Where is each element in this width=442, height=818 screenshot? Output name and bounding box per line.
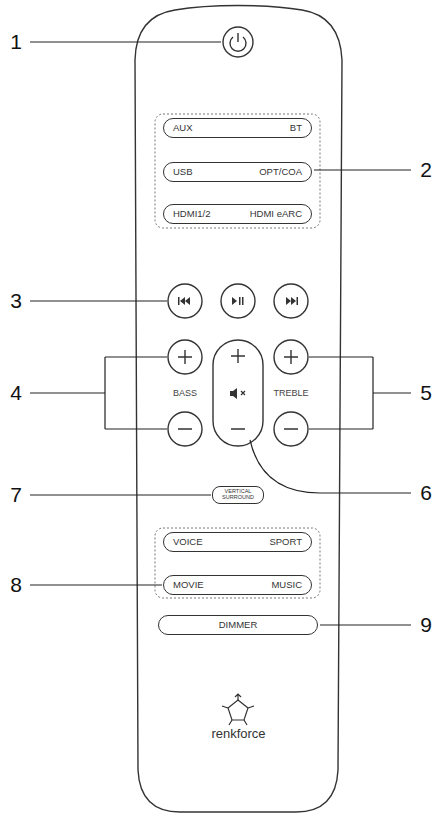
callout-number: 1 [10,30,22,54]
leader-line [250,440,411,493]
button-label: USB [173,167,193,177]
button-label: SPORT [269,537,302,547]
callout-number: 2 [420,158,432,182]
surround-button: VERTICAL SURROUND [212,486,264,504]
sound-mode-row: VOICE SPORT [163,532,312,552]
button-label: AUX [173,123,193,133]
bracket [309,357,411,429]
power-symbol [230,33,246,51]
input-group-outline [155,114,320,228]
previous-button [168,284,202,318]
power-button [223,27,253,57]
button-label: OPT/COA [259,167,302,177]
dimmer-button: DIMMER [158,615,318,635]
callout-number: 4 [10,381,22,405]
play-pause-button [221,284,255,318]
control-name: TREBLE [273,388,308,398]
input-button-row: USB OPT/COA [163,162,312,182]
button-label: HDMI eARC [250,209,302,219]
callout-number: 6 [420,481,432,505]
button-label: BT [290,123,302,133]
button-label: VERTICAL SURROUND [218,489,258,501]
leader-line [320,624,411,625]
volume-rocker [213,340,263,446]
control-name: BASS [173,388,197,398]
mute-symbol [230,388,237,399]
leader-line [30,41,221,42]
button-label: HDMI1/2 [173,209,210,219]
callout-number: 9 [420,613,432,637]
play-pause-symbol [232,297,244,305]
brand-name: renkforce [135,726,342,741]
button-label: MOVIE [173,580,204,590]
leader-line [30,300,167,301]
callout-number: 5 [420,381,432,405]
remote-housing [135,6,342,813]
brand-logo [222,694,254,725]
button-label: VOICE [173,537,203,547]
input-button-row: HDMI1/2 HDMI eARC [163,204,312,224]
leader-line [314,169,411,170]
input-button-row: AUX BT [163,118,312,138]
leader-line [30,494,211,495]
button-label: MUSIC [271,580,302,590]
leader-line [30,584,162,585]
next-button [274,284,308,318]
button-label: DIMMER [219,620,258,630]
mute-symbol [241,391,245,395]
sound-mode-row: MOVIE MUSIC [163,575,312,595]
mode-group-outline [155,528,320,598]
next-symbol [286,297,298,305]
callout-number: 7 [10,483,22,507]
previous-symbol [178,297,190,305]
callout-number: 3 [10,289,22,313]
callout-number: 8 [10,573,22,597]
plus-minus-symbols [231,349,245,429]
remote-body: renkforce AUX BT USB OPT/COA HDMI1/2 HDMI eARC… [135,8,342,812]
bracket [30,357,167,429]
